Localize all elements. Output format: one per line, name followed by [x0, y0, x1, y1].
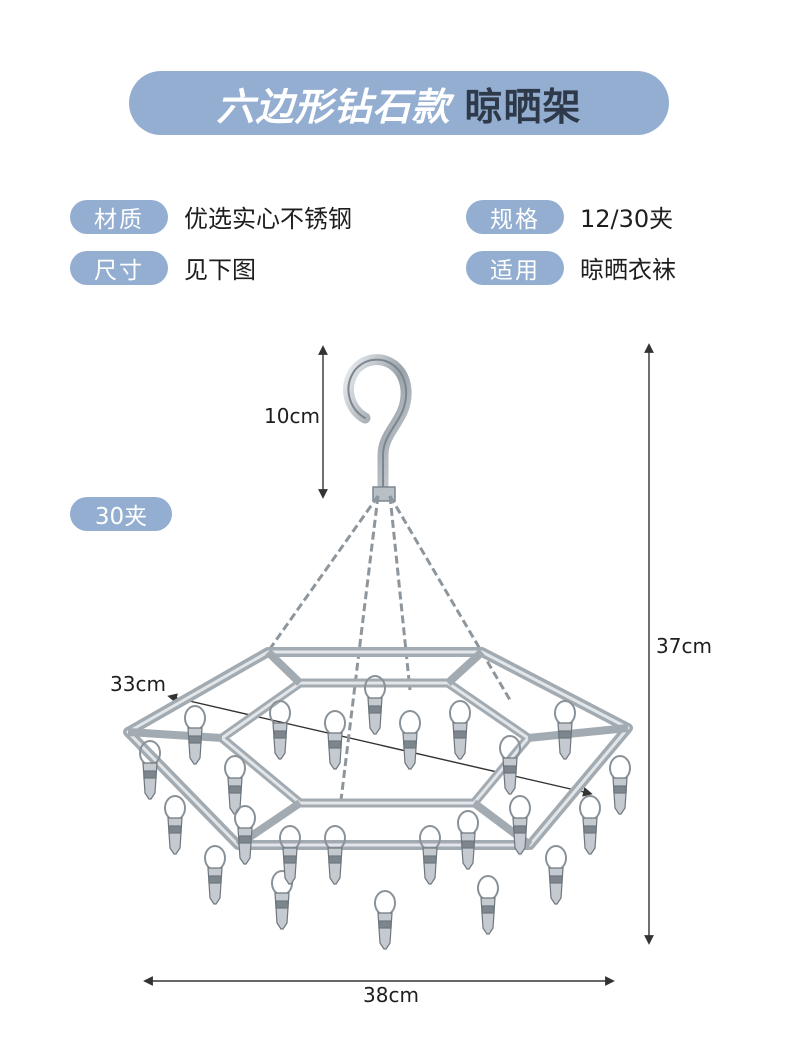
clothespin-icon [324, 710, 346, 770]
spec-value: 12/30夹 [580, 205, 674, 233]
title-sub: 晾晒架 [464, 84, 582, 129]
clothespin-icon [234, 805, 256, 865]
clothespin-icon [139, 740, 161, 800]
clothespin-icon [579, 795, 601, 855]
clothespin-icon [184, 705, 206, 765]
variant-tag: 30夹 [70, 497, 172, 531]
clothespin-icon [269, 700, 291, 760]
hexagon-frame [123, 647, 633, 850]
clothespin-icon [477, 875, 499, 935]
spec-tag: 规格 [466, 199, 564, 234]
spec-usage: 适用 晾晒衣袜 [466, 250, 676, 285]
spec-dimensions: 尺寸 见下图 [70, 250, 256, 285]
clothespin-icon [449, 700, 471, 760]
clothespin-icon [204, 845, 226, 905]
clothespin-icon [545, 845, 567, 905]
spec-material: 材质 优选实心不锈钢 [70, 199, 352, 234]
title-main: 六边形钻石款 [216, 84, 451, 129]
size-tag: 尺寸 [70, 250, 168, 285]
usage-tag: 适用 [466, 250, 564, 285]
dimension-lines [143, 343, 654, 986]
clips [139, 675, 631, 950]
clothespin-icon [224, 755, 246, 815]
hook-height-label: 10cm [264, 404, 320, 428]
title-banner: 六边形钻石款 晾晒架 [129, 71, 669, 135]
chains [260, 495, 512, 801]
material-value: 优选实心不锈钢 [184, 205, 352, 233]
material-tag: 材质 [70, 199, 168, 234]
hook [343, 354, 412, 502]
clothespin-icon [419, 825, 441, 885]
inner-width-label: 33cm [110, 672, 166, 696]
clothespin-icon [324, 825, 346, 885]
size-value: 见下图 [184, 256, 256, 284]
clothespin-icon [279, 825, 301, 885]
clothespin-icon [609, 755, 631, 815]
total-width-label: 38cm [363, 983, 419, 1007]
clothespin-icon [364, 675, 386, 735]
spec-size-count: 规格 12/30夹 [466, 199, 673, 234]
usage-value: 晾晒衣袜 [580, 256, 676, 284]
clothespin-icon [374, 890, 396, 950]
clothespin-icon [499, 735, 521, 795]
clothespin-icon [554, 700, 576, 760]
clothespin-icon [509, 795, 531, 855]
clothespin-icon [164, 795, 186, 855]
clothespin-icon [457, 810, 479, 870]
total-height-label: 37cm [656, 634, 712, 658]
clothespin-icon [399, 710, 421, 770]
